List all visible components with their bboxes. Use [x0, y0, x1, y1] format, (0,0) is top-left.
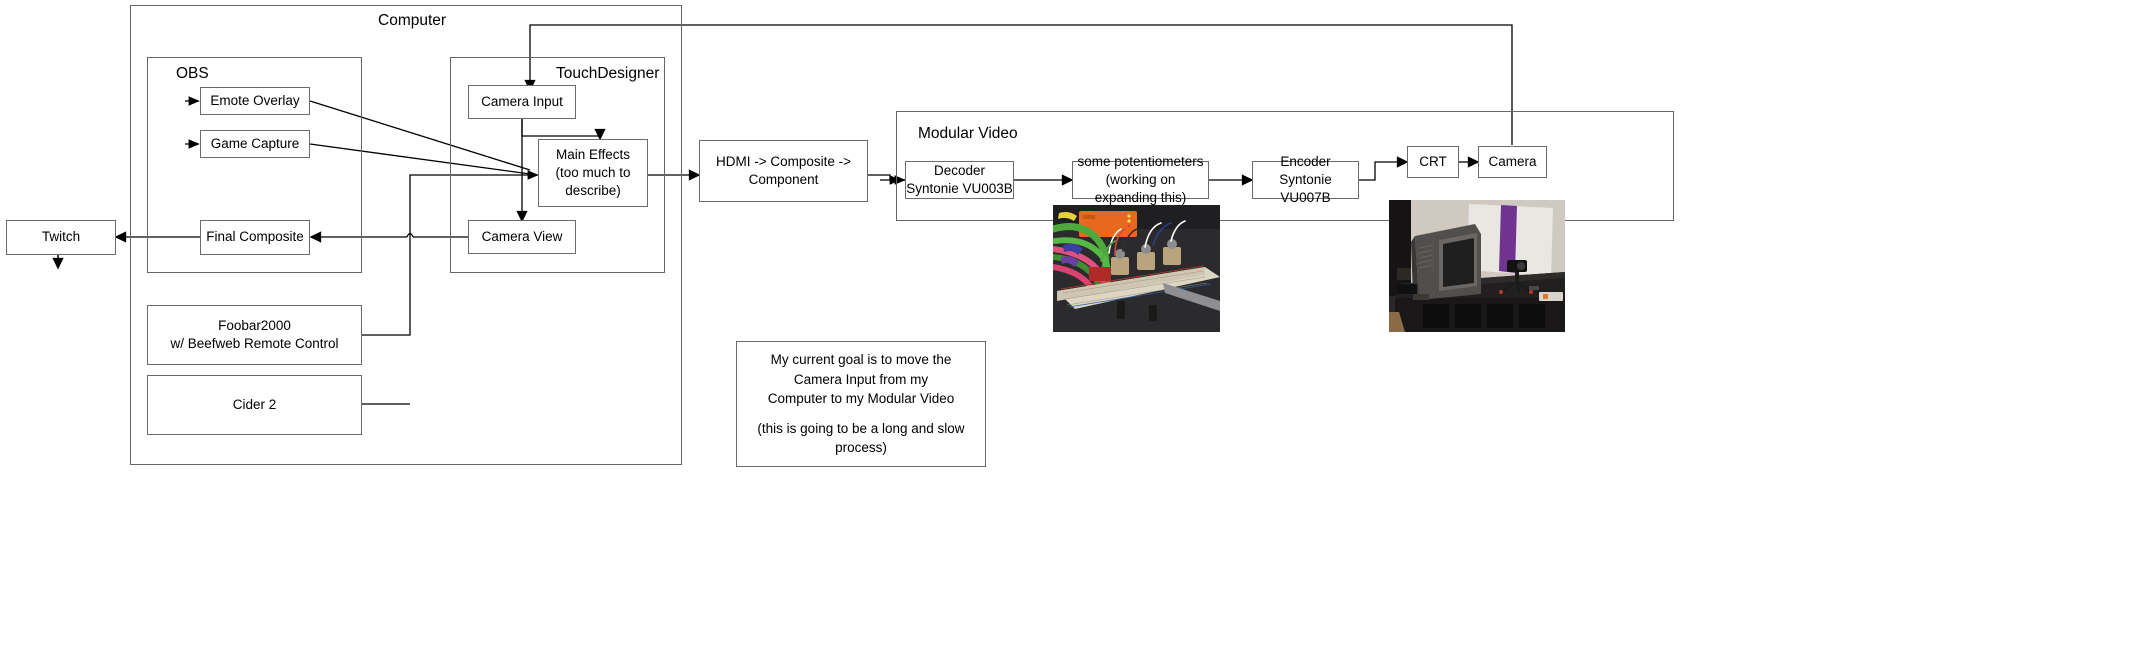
breadboard-potentiometers-photo: [1053, 205, 1220, 332]
goal-note-line1: My current goal is to move the Camera In…: [770, 352, 952, 387]
node-hdmi-chain-label: HDMI -> Composite -> Component: [715, 153, 852, 187]
node-main-effects-label-line1: Main Effects: [555, 146, 631, 162]
node-camera-label: Camera: [1488, 153, 1537, 169]
node-game-capture-label: Game Capture: [210, 135, 300, 151]
group-touchdesigner: [450, 57, 665, 273]
node-final-composite-label: Final Composite: [206, 229, 304, 245]
node-decoder-label-line2: Syntonie VU003B: [906, 181, 1013, 196]
group-touchdesigner-label: TouchDesigner: [556, 65, 660, 82]
node-crt-label: CRT: [1419, 153, 1447, 169]
node-cider2[interactable]: Cider 2: [147, 375, 362, 435]
group-obs-label: OBS: [176, 65, 209, 82]
node-decoder[interactable]: Decoder Syntonie VU003B: [905, 161, 1014, 199]
goal-note-line3: (this is going to be a long and slow pro…: [757, 420, 965, 456]
node-hdmi-chain[interactable]: HDMI -> Composite -> Component: [699, 140, 868, 202]
node-potentiometers[interactable]: some potentiometers (working on expandin…: [1072, 154, 1209, 205]
group-computer: [130, 5, 682, 465]
node-main-effects-label-line2: (too much to describe): [555, 164, 631, 199]
node-encoder-label-line1: Encoder: [1280, 153, 1331, 169]
node-foobar2000-label-line1: Foobar2000: [218, 317, 291, 333]
node-emote-overlay[interactable]: Emote Overlay: [200, 87, 310, 115]
node-final-composite[interactable]: Final Composite: [200, 220, 310, 255]
node-foobar2000[interactable]: Foobar2000 w/ Beefweb Remote Control: [147, 305, 362, 365]
group-modular-video-label: Modular Video: [918, 125, 1018, 142]
node-emote-overlay-label: Emote Overlay: [210, 92, 300, 108]
node-game-capture[interactable]: Game Capture: [200, 130, 310, 158]
node-encoder-label-line2: Syntonie VU007B: [1279, 171, 1332, 206]
crt-camera-setup-photo: [1389, 200, 1565, 332]
goal-note: My current goal is to move the Camera In…: [736, 341, 986, 467]
goal-note-line2: Computer to my Modular Video: [767, 391, 955, 407]
group-modular-video: [896, 111, 1674, 221]
node-main-effects[interactable]: Main Effects (too much to describe): [538, 139, 648, 207]
node-cider2-label: Cider 2: [232, 396, 277, 412]
node-crt[interactable]: CRT: [1407, 146, 1459, 178]
node-camera-view[interactable]: Camera View: [468, 220, 576, 254]
node-camera[interactable]: Camera: [1478, 146, 1547, 178]
node-twitch[interactable]: Twitch: [6, 220, 116, 255]
node-camera-view-label: Camera View: [481, 228, 563, 244]
node-camera-input[interactable]: Camera Input: [468, 85, 576, 119]
group-computer-label: Computer: [378, 12, 447, 29]
node-twitch-label: Twitch: [41, 229, 81, 245]
node-potentiometers-label-line1: some potentiometers: [1077, 153, 1204, 169]
node-foobar2000-label-line2: w/ Beefweb Remote Control: [170, 336, 339, 351]
node-decoder-label-line1: Decoder: [933, 162, 986, 178]
group-obs: [147, 57, 362, 273]
node-camera-input-label: Camera Input: [481, 93, 563, 109]
node-encoder[interactable]: Encoder Syntonie VU007B: [1252, 154, 1359, 205]
node-potentiometers-label-line2: (working on expanding this): [1094, 171, 1187, 206]
